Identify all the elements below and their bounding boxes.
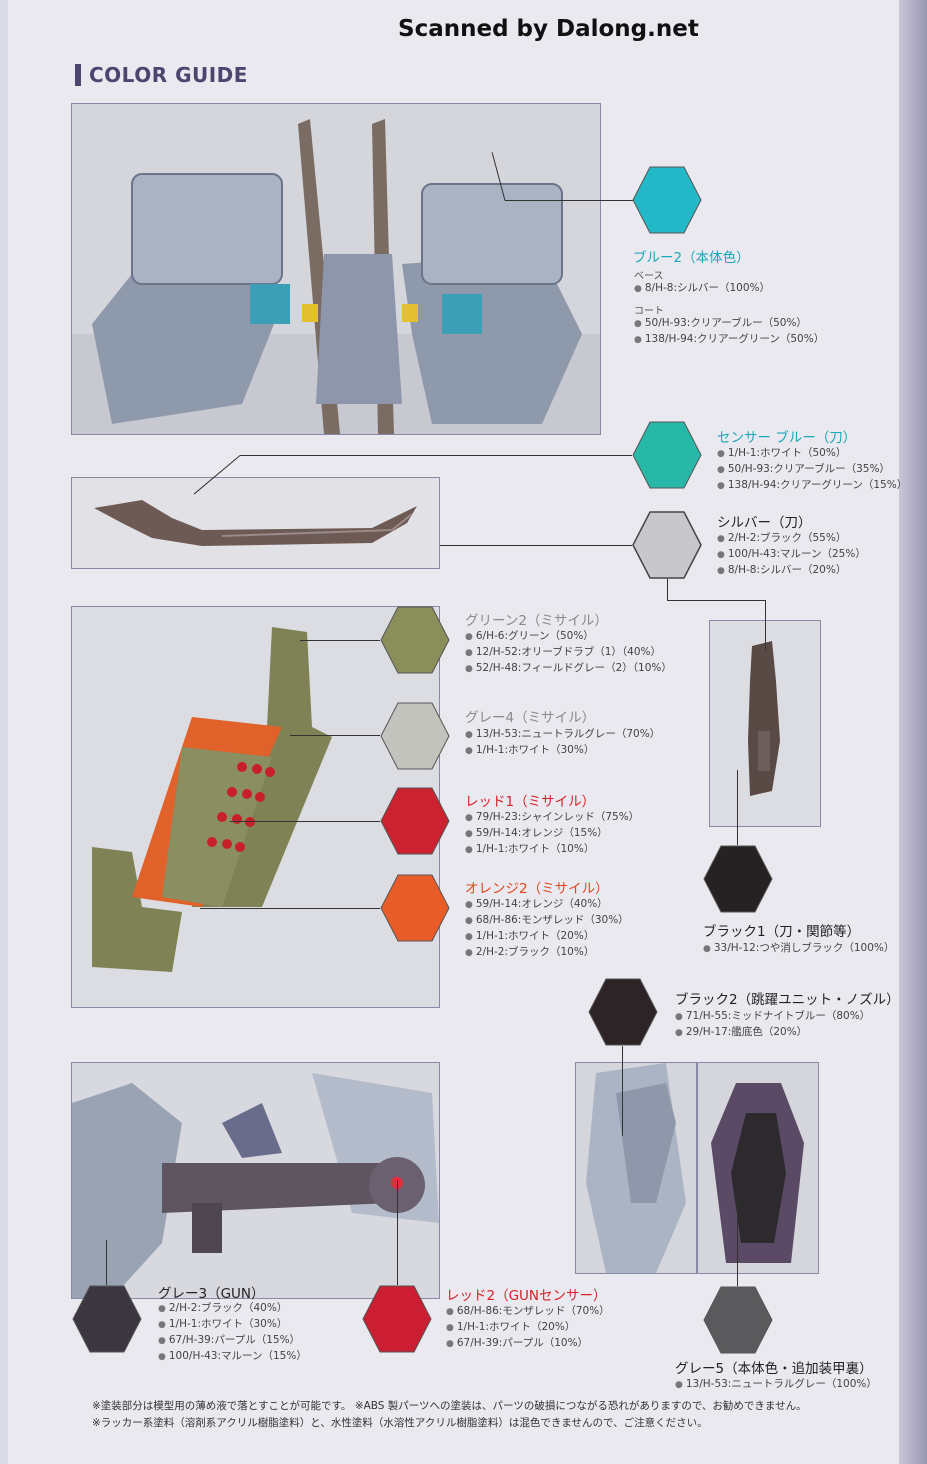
- swatch-green2-icon: [380, 606, 450, 674]
- mix-row: 2/H-2:ブラック（55%）: [717, 531, 866, 547]
- mix-row: 8/H-8:シルバー（100%）: [634, 281, 770, 297]
- mix-row: 71/H-55:ミッドナイトブルー（80%）: [675, 1009, 870, 1025]
- color-name-orange2: オレンジ2（ミサイル）: [465, 881, 609, 897]
- color-name-blue2: ブルー2（本体色）: [633, 250, 750, 266]
- mix-row: 79/H-23:シャインレッド（75%）: [465, 810, 639, 826]
- mix-list-grey5: 13/H-53:ニュートラルグレー（100%）: [675, 1377, 877, 1393]
- mix-row: 59/H-14:オレンジ（15%）: [465, 826, 639, 842]
- mix-row: 29/H-17:艦底色（20%）: [675, 1025, 870, 1041]
- color-name-grey3: グレー3（GUN）: [158, 1286, 265, 1302]
- mix-list-black2: 71/H-55:ミッドナイトブルー（80%） 29/H-17:艦底色（20%）: [675, 1009, 870, 1041]
- footnote-2: ※ラッカー系塗料（溶剤系アクリル樹脂塗料）と、水性塗料（水溶性アクリル樹脂塗料）…: [92, 1417, 708, 1429]
- leader-line: [397, 1180, 398, 1285]
- color-name-black1: ブラック1（刀・関節等）: [703, 924, 861, 940]
- leader-line: [667, 600, 765, 601]
- footnote-1: ※塗装部分は模型用の薄め液で落とすことが可能です。 ※ABS 製パーツへの塗装は…: [92, 1400, 807, 1412]
- mix-row: 50/H-93:クリアーブルー（50%）: [634, 316, 824, 332]
- mix-row: 2/H-2:ブラック（10%）: [465, 945, 629, 961]
- swatch-grey5-icon: [703, 1286, 773, 1354]
- color-name-sensor-blue: センサー ブルー（刀）: [717, 430, 857, 446]
- mix-row: 1/H-1:ホワイト（20%）: [465, 929, 629, 945]
- mix-list-grey3: 2/H-2:ブラック（40%） 1/H-1:ホワイト（30%） 67/H-39:…: [158, 1301, 307, 1365]
- mix-row: 8/H-8:シルバー（20%）: [717, 563, 866, 579]
- swatch-black1-icon: [703, 845, 773, 913]
- leader-line: [300, 640, 380, 641]
- leader-line: [200, 908, 380, 909]
- photo-back-unit: [575, 1062, 819, 1274]
- leader-line: [737, 1200, 738, 1286]
- mix-list-black1: 33/H-12:つや消しブラック（100%）: [703, 941, 895, 957]
- color-name-grey4: グレー4（ミサイル）: [465, 710, 596, 726]
- photo-katana-vertical: [709, 620, 821, 827]
- mix-row: 138/H-94:クリアーグリーン（50%）: [634, 332, 824, 348]
- color-name-black2: ブラック2（跳躍ユニット・ノズル）: [675, 992, 900, 1008]
- mix-list-red1: 79/H-23:シャインレッド（75%） 59/H-14:オレンジ（15%） 1…: [465, 810, 639, 858]
- mix-row: 68/H-86:モンザレッド（30%）: [465, 913, 629, 929]
- leader-line: [106, 1240, 107, 1285]
- mix-row: 67/H-39:パープル（10%）: [446, 1336, 610, 1352]
- mix-row: 1/H-1:ホワイト（20%）: [446, 1320, 610, 1336]
- mix-list-grey4: 13/H-53:ニュートラルグレー（70%） 1/H-1:ホワイト（30%）: [465, 727, 660, 759]
- mix-row: 100/H-43:マルーン（25%）: [717, 547, 866, 563]
- color-name-grey5: グレー5（本体色・追加装甲裏）: [675, 1361, 873, 1377]
- mix-row: 33/H-12:つや消しブラック（100%）: [703, 941, 895, 957]
- swatch-red1-icon: [380, 787, 450, 855]
- swatch-red2-icon: [362, 1285, 432, 1353]
- leader-line: [667, 579, 668, 601]
- photo-sword: [71, 477, 440, 569]
- color-name-red2: レッド2（GUNセンサー）: [446, 1288, 607, 1304]
- leader-line: [240, 455, 632, 456]
- swatch-grey3-icon: [72, 1285, 142, 1353]
- mix-row: 13/H-53:ニュートラルグレー（70%）: [465, 727, 660, 743]
- mix-list-blue2-base: 8/H-8:シルバー（100%）: [634, 281, 770, 297]
- swatch-blue2-icon: [632, 166, 702, 234]
- mix-row: 1/H-1:ホワイト（50%）: [717, 446, 907, 462]
- photo-missile-pod: [71, 606, 440, 1008]
- swatch-silver-icon: [632, 511, 702, 579]
- mix-row: 1/H-1:ホワイト（30%）: [158, 1317, 307, 1333]
- mix-row: 1/H-1:ホワイト（10%）: [465, 842, 639, 858]
- leader-line: [505, 200, 633, 201]
- mix-row: 50/H-93:クリアーブルー（35%）: [717, 462, 907, 478]
- photo-robot-upper: [71, 103, 601, 435]
- mix-row: 100/H-43:マルーン（15%）: [158, 1349, 307, 1365]
- mix-list-blue2-coat: 50/H-93:クリアーブルー（50%） 138/H-94:クリアーグリーン（5…: [634, 316, 824, 348]
- leader-line: [622, 1046, 623, 1136]
- page-edge-left: [0, 0, 8, 1464]
- mix-row: 59/H-14:オレンジ（40%）: [465, 897, 629, 913]
- swatch-sensor-blue-icon: [632, 421, 702, 489]
- mix-list-silver: 2/H-2:ブラック（55%） 100/H-43:マルーン（25%） 8/H-8…: [717, 531, 866, 579]
- swatch-orange2-icon: [380, 874, 450, 942]
- mix-row: 2/H-2:ブラック（40%）: [158, 1301, 307, 1317]
- mix-row: 12/H-52:オリーブドラブ（1）（40%）: [465, 645, 672, 661]
- mix-list-orange2: 59/H-14:オレンジ（40%） 68/H-86:モンザレッド（30%） 1/…: [465, 897, 629, 961]
- page-edge-right: [899, 0, 927, 1464]
- mix-row: 52/H-48:フィールドグレー（2）（10%）: [465, 661, 672, 677]
- photo-gun: [71, 1062, 440, 1299]
- leader-line: [765, 600, 766, 650]
- leader-line: [440, 545, 632, 546]
- watermark: Scanned by Dalong.net: [398, 16, 699, 42]
- mix-list-red2: 68/H-86:モンザレッド（70%） 1/H-1:ホワイト（20%） 67/H…: [446, 1304, 610, 1352]
- mix-row: 68/H-86:モンザレッド（70%）: [446, 1304, 610, 1320]
- title-accent-bar: [75, 64, 81, 86]
- base-label: ベース: [634, 271, 664, 282]
- mix-row: 138/H-94:クリアーグリーン（15%）: [717, 478, 907, 494]
- mix-list-green2: 6/H-6:グリーン（50%） 12/H-52:オリーブドラブ（1）（40%） …: [465, 629, 672, 677]
- mix-row: 67/H-39:パープル（15%）: [158, 1333, 307, 1349]
- color-name-red1: レッド1（ミサイル）: [465, 794, 596, 810]
- section-title: COLOR GUIDE: [89, 63, 248, 87]
- leader-line: [230, 821, 380, 822]
- coat-label: コート: [634, 306, 664, 317]
- color-name-silver: シルバー（刀）: [717, 515, 812, 531]
- color-name-green2: グリーン2（ミサイル）: [465, 613, 608, 629]
- mix-row: 13/H-53:ニュートラルグレー（100%）: [675, 1377, 877, 1393]
- leader-line: [290, 735, 380, 736]
- mix-row: 6/H-6:グリーン（50%）: [465, 629, 672, 645]
- mix-row: 1/H-1:ホワイト（30%）: [465, 743, 660, 759]
- swatch-black2-icon: [588, 978, 658, 1046]
- leader-line: [737, 770, 738, 845]
- mix-list-sensor-blue: 1/H-1:ホワイト（50%） 50/H-93:クリアーブルー（35%） 138…: [717, 446, 907, 494]
- swatch-grey4-icon: [380, 702, 450, 770]
